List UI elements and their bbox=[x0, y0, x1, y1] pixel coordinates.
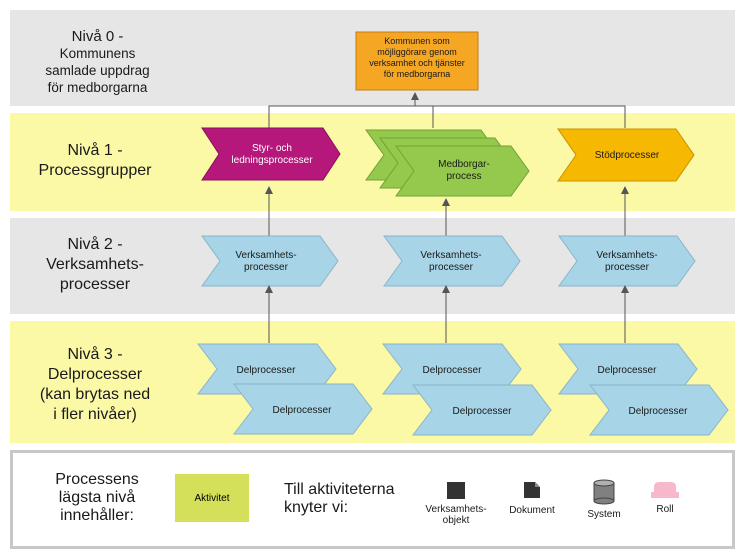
document-icon bbox=[524, 482, 540, 498]
verksamhet-process-3: Verksamhets- processer bbox=[558, 235, 696, 287]
medborgar-process-line: Medborgar- bbox=[438, 159, 490, 170]
verksamhetsobjekt-label: Verksamhets- objekt bbox=[418, 504, 494, 526]
role-icon bbox=[651, 482, 679, 498]
verksamhet-line: processer bbox=[605, 262, 650, 273]
top-box: Kommunen som möjliggörare genom verksamh… bbox=[355, 31, 479, 91]
level2-title: Nivå 2 - bbox=[67, 236, 123, 253]
legend-box bbox=[10, 450, 735, 549]
verksamhet-line: Verksamhets- bbox=[420, 250, 481, 261]
styr-process-line: ledningsprocesser bbox=[231, 155, 313, 166]
level2-label: Nivå 2 - Verksamhets- processer bbox=[20, 235, 170, 295]
verksamhet-process-2: Verksamhets- processer bbox=[383, 235, 521, 287]
level2-line: Verksamhets- bbox=[46, 256, 144, 273]
level1-label: Nivå 1 - Processgrupper bbox=[20, 141, 170, 181]
level0-label: Nivå 0 - Kommunens samlade uppdrag för m… bbox=[30, 28, 165, 96]
delprocess-label: Delprocesser bbox=[598, 365, 658, 376]
medborgar-process-line: process bbox=[446, 171, 481, 182]
connectors-level3-to-level2 bbox=[265, 285, 629, 343]
legend-knyter-text: Till aktiviteterna knyter vi: bbox=[284, 481, 404, 517]
medborgar-process-shape: Medborgar- process bbox=[365, 129, 530, 197]
legend-line: lägsta nivå bbox=[58, 489, 136, 506]
database-icon bbox=[593, 479, 615, 505]
delprocess-label: Delprocesser bbox=[273, 405, 333, 416]
level0-line: samlade uppdrag bbox=[45, 63, 150, 78]
verksamhet-line: processer bbox=[429, 262, 474, 273]
legend-line: Till aktiviteterna bbox=[284, 481, 395, 498]
level3-title: Nivå 3 - bbox=[67, 346, 123, 363]
level0-line: för medborgarna bbox=[47, 80, 148, 95]
level0-line: Kommunens bbox=[59, 46, 136, 61]
legend-line: objekt bbox=[442, 515, 470, 526]
legend-line: innehåller: bbox=[60, 507, 134, 524]
level1-title: Nivå 1 - bbox=[67, 142, 123, 159]
delprocess-label: Delprocesser bbox=[237, 365, 297, 376]
verksamhet-process-1: Verksamhets- processer bbox=[201, 235, 339, 287]
level3-line: (kan brytas ned bbox=[39, 386, 151, 403]
delprocess-label: Delprocesser bbox=[453, 406, 513, 417]
styr-process-shape: Styr- och ledningsprocesser bbox=[201, 127, 341, 181]
top-box-line: Kommunen som bbox=[384, 36, 450, 46]
dokument-label: Dokument bbox=[509, 505, 555, 516]
verksamhet-line: Verksamhets- bbox=[235, 250, 296, 261]
connector-level1-to-level0 bbox=[268, 92, 626, 128]
top-box-line: möjliggörare genom bbox=[377, 47, 457, 57]
level1-line: Processgrupper bbox=[38, 162, 152, 179]
level0-title: Nivå 0 - bbox=[71, 28, 124, 45]
legend-line: Verksamhets- bbox=[425, 504, 487, 515]
level3-line: Delprocesser bbox=[47, 366, 143, 383]
level3-label: Nivå 3 - Delprocesser (kan brytas ned i … bbox=[20, 345, 170, 425]
delprocess-group-1: Delprocesser Delprocesser bbox=[196, 343, 373, 435]
top-box-line: verksamhet och tjänster bbox=[369, 58, 465, 68]
aktivitet-swatch: Aktivitet bbox=[175, 474, 249, 522]
roll-label: Roll bbox=[656, 504, 674, 515]
verksamhet-line: Verksamhets- bbox=[596, 250, 657, 261]
system-label: System bbox=[587, 509, 621, 520]
delprocess-group-2: Delprocesser Delprocesser bbox=[381, 343, 552, 436]
delprocess-label: Delprocesser bbox=[423, 365, 483, 376]
legend-line: Processens bbox=[55, 471, 139, 488]
delprocess-group-3: Delprocesser Delprocesser bbox=[557, 343, 729, 436]
stod-process-label: Stödprocesser bbox=[595, 150, 660, 161]
level3-line: i fler nivåer) bbox=[53, 406, 137, 423]
stod-process-shape: Stödprocesser bbox=[557, 128, 695, 182]
legend-lowest-level-text: Processens lägsta nivå innehåller: bbox=[42, 471, 152, 525]
connectors-level2-to-level1 bbox=[265, 186, 629, 236]
delprocess-label: Delprocesser bbox=[629, 406, 689, 417]
verksamhetsobjekt-icon bbox=[447, 482, 465, 499]
styr-process-line: Styr- och bbox=[252, 143, 292, 154]
legend-line: knyter vi: bbox=[284, 499, 349, 516]
verksamhet-line: processer bbox=[244, 262, 289, 273]
top-box-line: för medborgarna bbox=[384, 69, 451, 79]
level2-line: processer bbox=[59, 276, 131, 293]
